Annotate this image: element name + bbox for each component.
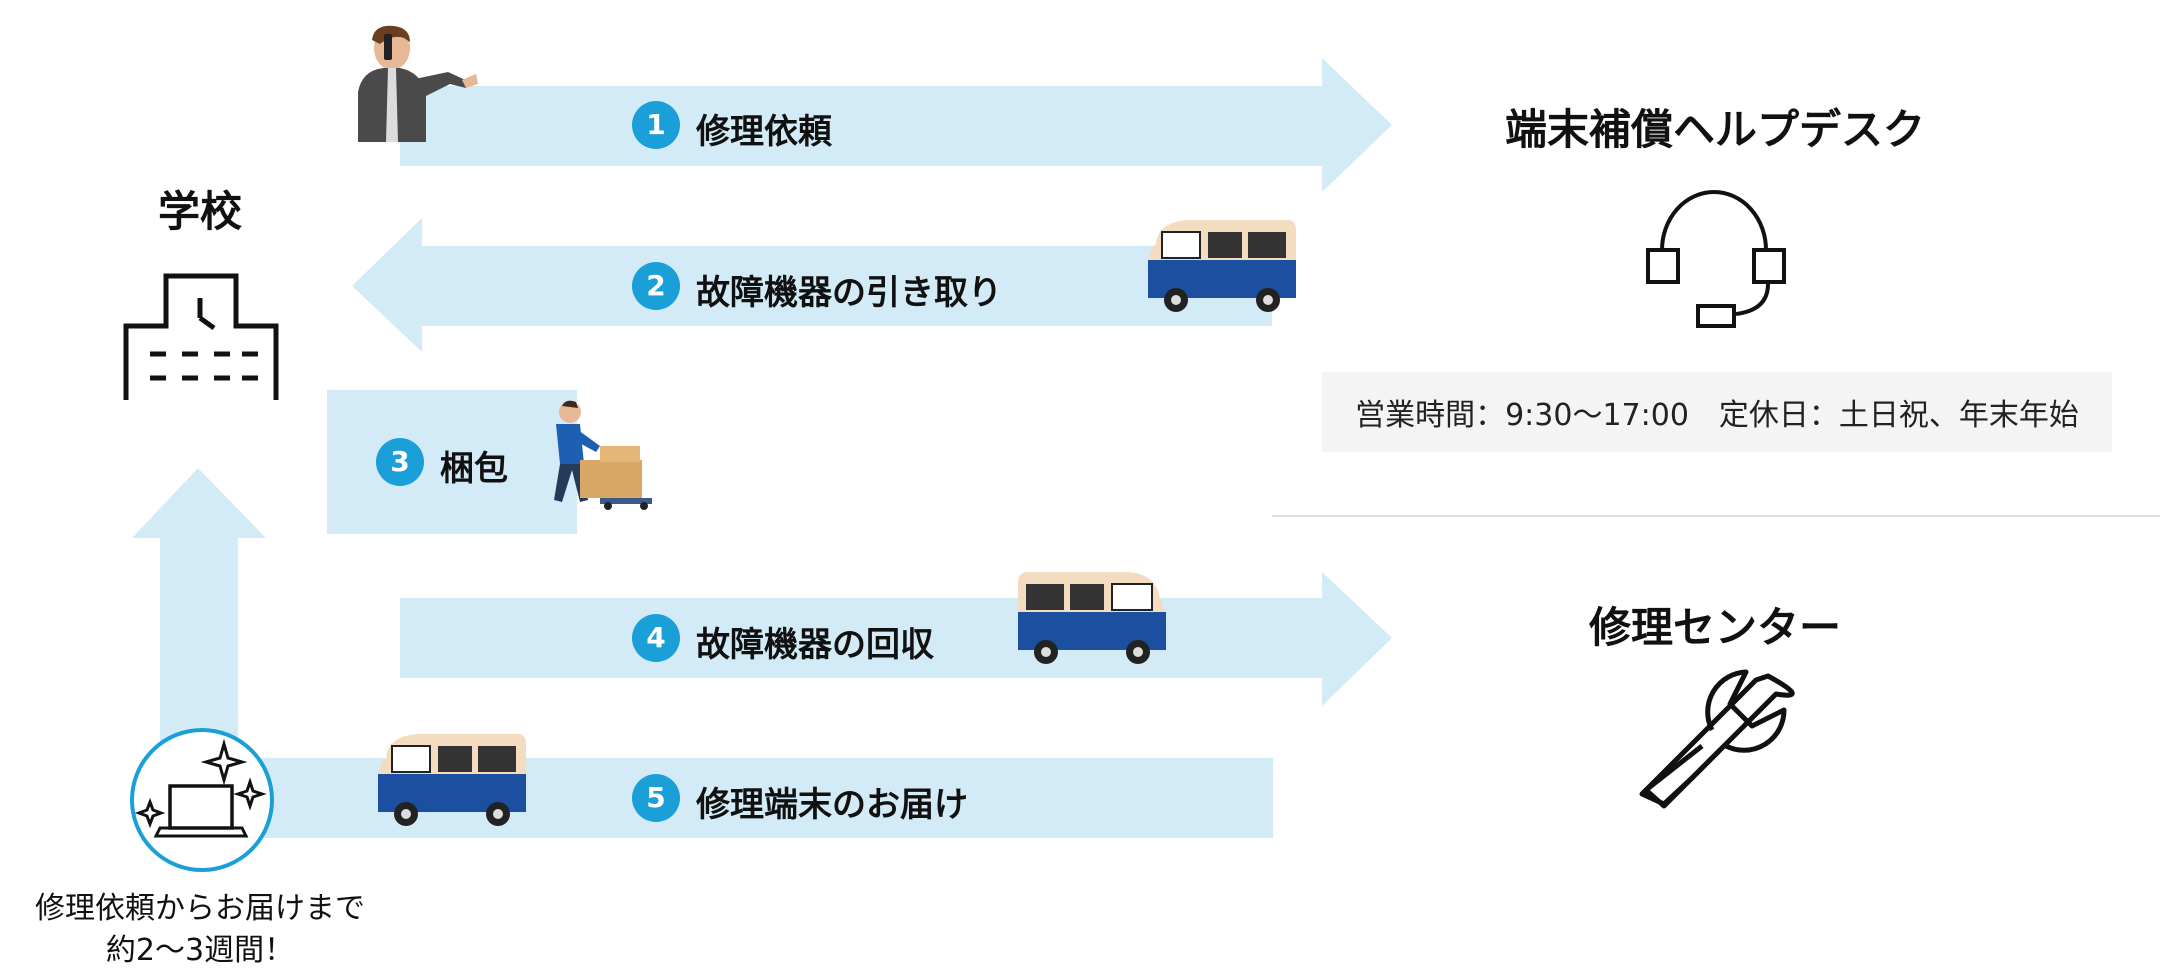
badge-5-number: 5 [646, 781, 666, 814]
badge-3-number: 3 [390, 445, 410, 478]
laptop-sparkle-icon [130, 728, 274, 872]
worker-cart-icon [554, 400, 652, 510]
step-5-label: 修理端末のお届け [696, 785, 968, 825]
school-building-icon [123, 273, 279, 400]
badge-5 [632, 774, 680, 822]
badge-3 [376, 438, 424, 486]
badge-1 [632, 101, 680, 149]
arrow-step-2 [352, 218, 1272, 352]
turnaround-note-line2: 約2～3週間！ [105, 933, 295, 968]
van-icon-step-4 [1018, 572, 1166, 664]
van-icon-step-2 [1148, 220, 1296, 312]
repair-center-title: 修理センター [1588, 603, 1841, 652]
badge-4 [632, 614, 680, 662]
helpdesk-hours: 営業時間：9:30～17:00 定休日：土日祝、年末年始 [1322, 372, 2112, 452]
badge-2-number: 2 [646, 269, 666, 302]
badge-2 [632, 262, 680, 310]
badge-4-number: 4 [646, 621, 666, 654]
school-title: 学校 [157, 187, 242, 236]
helpdesk-title: 端末補償ヘルプデスク [1504, 105, 1925, 154]
van-icon-step-5 [378, 734, 526, 826]
step-3-label: 梱包 [440, 449, 508, 489]
businessman-icon [358, 25, 478, 142]
step-4-label: 故障機器の回収 [696, 625, 934, 665]
step-1-label: 修理依頼 [696, 112, 832, 152]
step-2-label: 故障機器の引き取り [696, 273, 1002, 313]
turnaround-note-line1: 修理依頼からお届けまで [35, 891, 365, 926]
arrow-up [132, 468, 266, 760]
headset-icon [1646, 190, 1786, 328]
block-step-3 [327, 390, 577, 534]
arrow-step-1 [400, 58, 1392, 192]
turnaround-note: 修理依頼からお届けまで 約2～3週間！ [0, 888, 400, 972]
badge-1-number: 1 [646, 108, 666, 141]
section-divider [1272, 515, 2160, 517]
wrench-icon [1639, 669, 1795, 809]
